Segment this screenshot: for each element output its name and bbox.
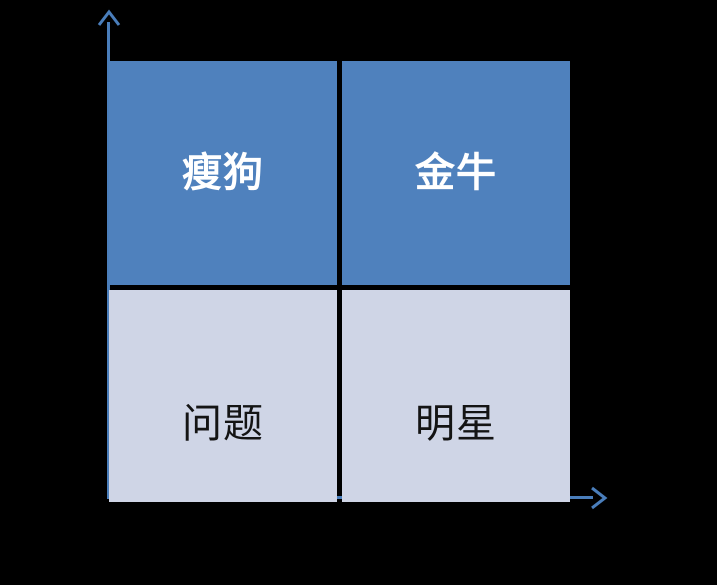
- arrow-right-icon: [583, 485, 609, 511]
- quadrant-label-question-mark: 问题: [182, 401, 264, 447]
- quadrant-label-cash-cow: 金牛: [415, 150, 497, 196]
- quadrant-top-right[interactable]: 金牛: [342, 61, 570, 285]
- quadrant-matrix: 瘦狗 金牛 问题 明星: [109, 61, 570, 502]
- quadrant-label-dogs: 瘦狗: [182, 150, 264, 196]
- y-axis-line: [107, 22, 110, 499]
- quadrant-label-star: 明星: [415, 401, 497, 447]
- arrow-up-icon: [96, 8, 122, 34]
- quadrant-bottom-right[interactable]: 明星: [342, 290, 570, 502]
- quadrant-bottom-left[interactable]: 问题: [109, 290, 337, 502]
- quadrant-top-left[interactable]: 瘦狗: [109, 61, 337, 285]
